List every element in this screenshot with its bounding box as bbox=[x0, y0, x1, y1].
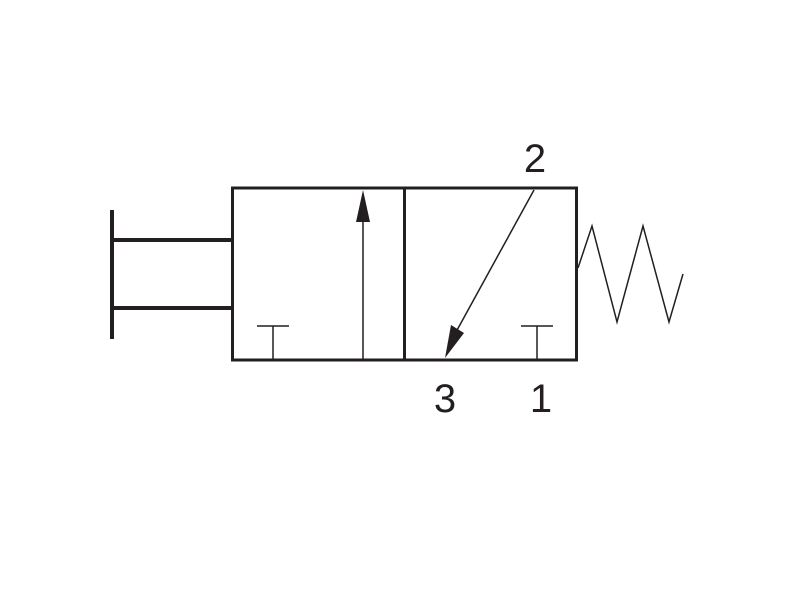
return-spring bbox=[577, 223, 684, 325]
port-label-1: 1 bbox=[530, 377, 552, 421]
right-envelope-box bbox=[403, 186, 578, 362]
push-button-actuator bbox=[110, 210, 232, 339]
port-label-3: 3 bbox=[434, 377, 456, 421]
flow-arrow-diagonal-head bbox=[445, 325, 464, 358]
left-envelope-box bbox=[231, 186, 406, 362]
port-label-2: 2 bbox=[524, 137, 546, 181]
left-envelope bbox=[231, 186, 406, 362]
flow-arrow-up-head bbox=[356, 190, 370, 222]
flow-arrow-diagonal-shaft bbox=[455, 189, 535, 333]
right-envelope bbox=[403, 186, 578, 362]
